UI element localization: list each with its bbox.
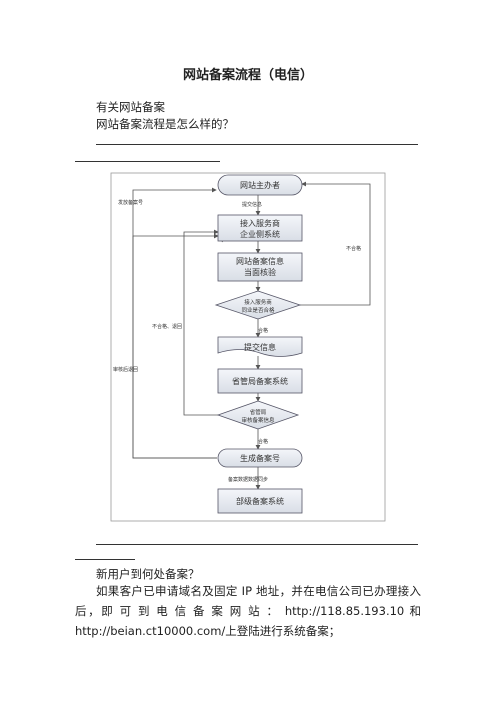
- decision-provider: [214, 290, 302, 320]
- doc-title: 网站备案流程（电信）: [182, 68, 313, 83]
- svg-text:发放备案号: 发放备案号: [118, 199, 143, 206]
- svg-text:网站主办者: 网站主办者: [240, 180, 280, 190]
- svg-text:接入服务商: 接入服务商: [244, 298, 272, 306]
- svg-text:网站备案信息: 网站备案信息: [236, 256, 284, 266]
- node-submit-info: [217, 336, 303, 357]
- svg-text:不合格、退回: 不合格、退回: [152, 323, 182, 330]
- svg-text:部级备案系统: 部级备案系统: [236, 496, 284, 506]
- paragraph: 如果客户已申请域名及固定 IP 地址，并在电信公司已办理接入后，即 可 到 电 …: [75, 581, 421, 641]
- svg-text:审核备案信息: 审核备案信息: [241, 416, 275, 424]
- rule-top-2: [75, 161, 220, 162]
- svg-text:同业是否合格: 同业是否合格: [241, 306, 275, 314]
- svg-text:生成备案号: 生成备案号: [240, 453, 280, 463]
- svg-text:企业侧系统: 企业侧系统: [240, 229, 280, 239]
- svg-text:当面核验: 当面核验: [244, 267, 276, 277]
- svg-text:审核后退回: 审核后退回: [113, 366, 138, 373]
- node-ministry-system: [217, 488, 303, 514]
- node-provincial-system: [217, 368, 303, 394]
- rule-bottom-1: [96, 544, 418, 545]
- flowchart: 网站主办者 接入服务商 企业侧系统 网站备案信息 当面核验 提交信息 省管局备案…: [110, 172, 386, 522]
- svg-text:省管局: 省管局: [250, 408, 267, 416]
- node-owner: [217, 174, 303, 196]
- svg-text:提交信息: 提交信息: [244, 342, 276, 352]
- svg-text:接入服务商: 接入服务商: [240, 218, 280, 228]
- rule-top-1: [96, 144, 418, 145]
- paragraph-text: 如果客户已申请域名及固定 IP 地址，并在电信公司已办理接入后，即 可 到 电 …: [75, 584, 421, 638]
- svg-text:不合格: 不合格: [346, 245, 361, 252]
- svg-text:省管局备案系统: 省管局备案系统: [232, 376, 288, 386]
- intro-line-1: 有关网站备案: [96, 100, 165, 114]
- svg-text:提交信息: 提交信息: [242, 201, 262, 208]
- intro-line-2: 网站备案流程是怎么样的？: [96, 117, 234, 131]
- node-enterprise-system: [217, 214, 303, 242]
- decision-provincial: [216, 400, 300, 430]
- node-generate-number: [217, 448, 303, 468]
- svg-text:备案数据数据同步: 备案数据数据同步: [228, 476, 268, 483]
- svg-text:合格: 合格: [258, 327, 268, 334]
- svg-text:合格: 合格: [258, 438, 268, 445]
- question-heading: 新用户到何处备案？: [96, 567, 200, 581]
- rule-bottom-2: [75, 559, 135, 560]
- node-verify: [217, 252, 303, 282]
